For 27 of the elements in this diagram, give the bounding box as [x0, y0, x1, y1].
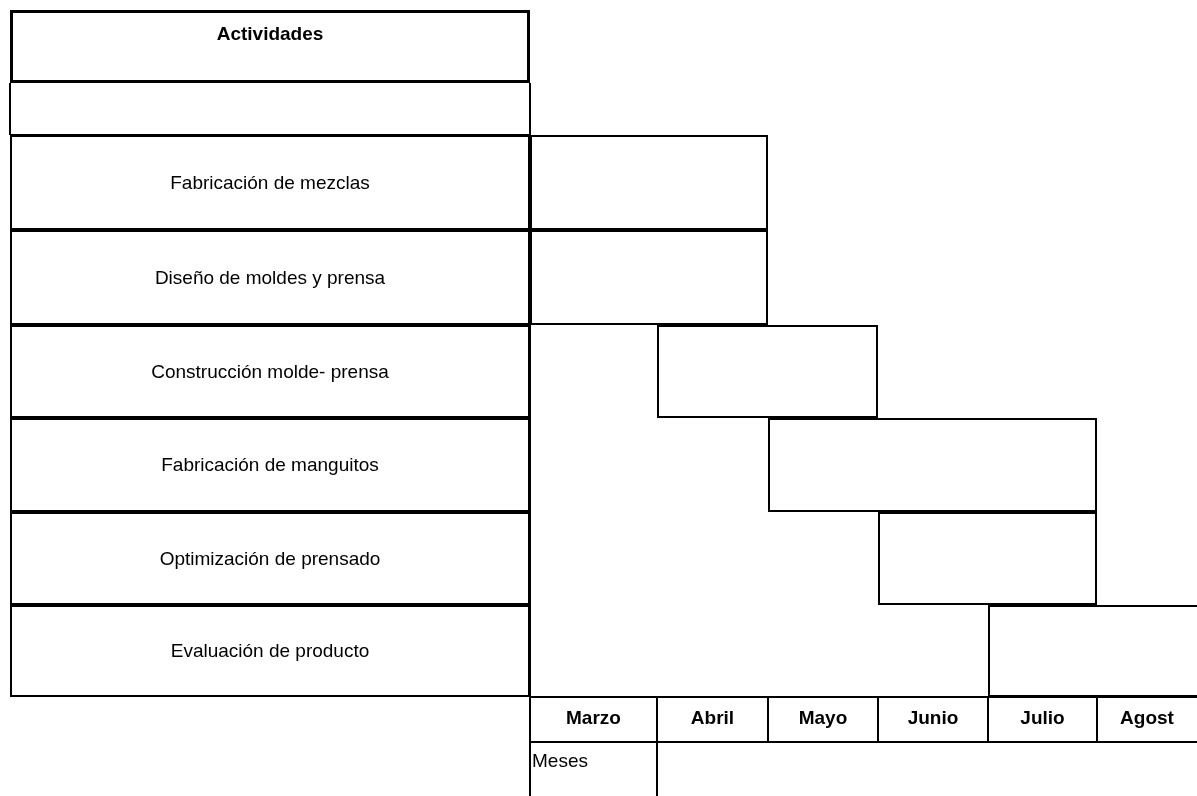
axis-label: Meses — [532, 750, 588, 772]
activity-cell — [10, 325, 530, 418]
activity-name: Optimización de prensado — [159, 547, 381, 570]
gantt-bar — [878, 512, 1097, 605]
activity-cell — [10, 418, 530, 512]
gantt-bar — [988, 605, 1197, 697]
month-label: Agost — [1120, 707, 1174, 729]
month-label: Mayo — [798, 707, 848, 729]
activity-name: Evaluación de producto — [170, 640, 370, 662]
activity-cell — [10, 230, 530, 325]
gantt-bar — [657, 325, 878, 418]
gantt-bar — [530, 230, 768, 325]
activity-name: Fabricación de mezclas — [170, 171, 370, 194]
activity-name: Construcción molde- prensa — [151, 360, 389, 383]
month-label: Junio — [907, 707, 959, 729]
activity-cell — [10, 512, 530, 605]
gantt-bar — [530, 135, 768, 230]
month-label: Marzo — [566, 707, 621, 729]
month-label: Julio — [1020, 707, 1065, 729]
activity-cell — [10, 135, 530, 230]
gantt-bar — [768, 418, 1097, 512]
header-cell — [10, 10, 530, 83]
month-label: Abril — [690, 707, 735, 729]
activity-name: Fabricación de manguitos — [161, 454, 379, 476]
activity-name: Diseño de moldes y prensa — [154, 266, 386, 289]
column-heading: Actividades — [216, 23, 324, 45]
activity-cell — [10, 605, 530, 697]
